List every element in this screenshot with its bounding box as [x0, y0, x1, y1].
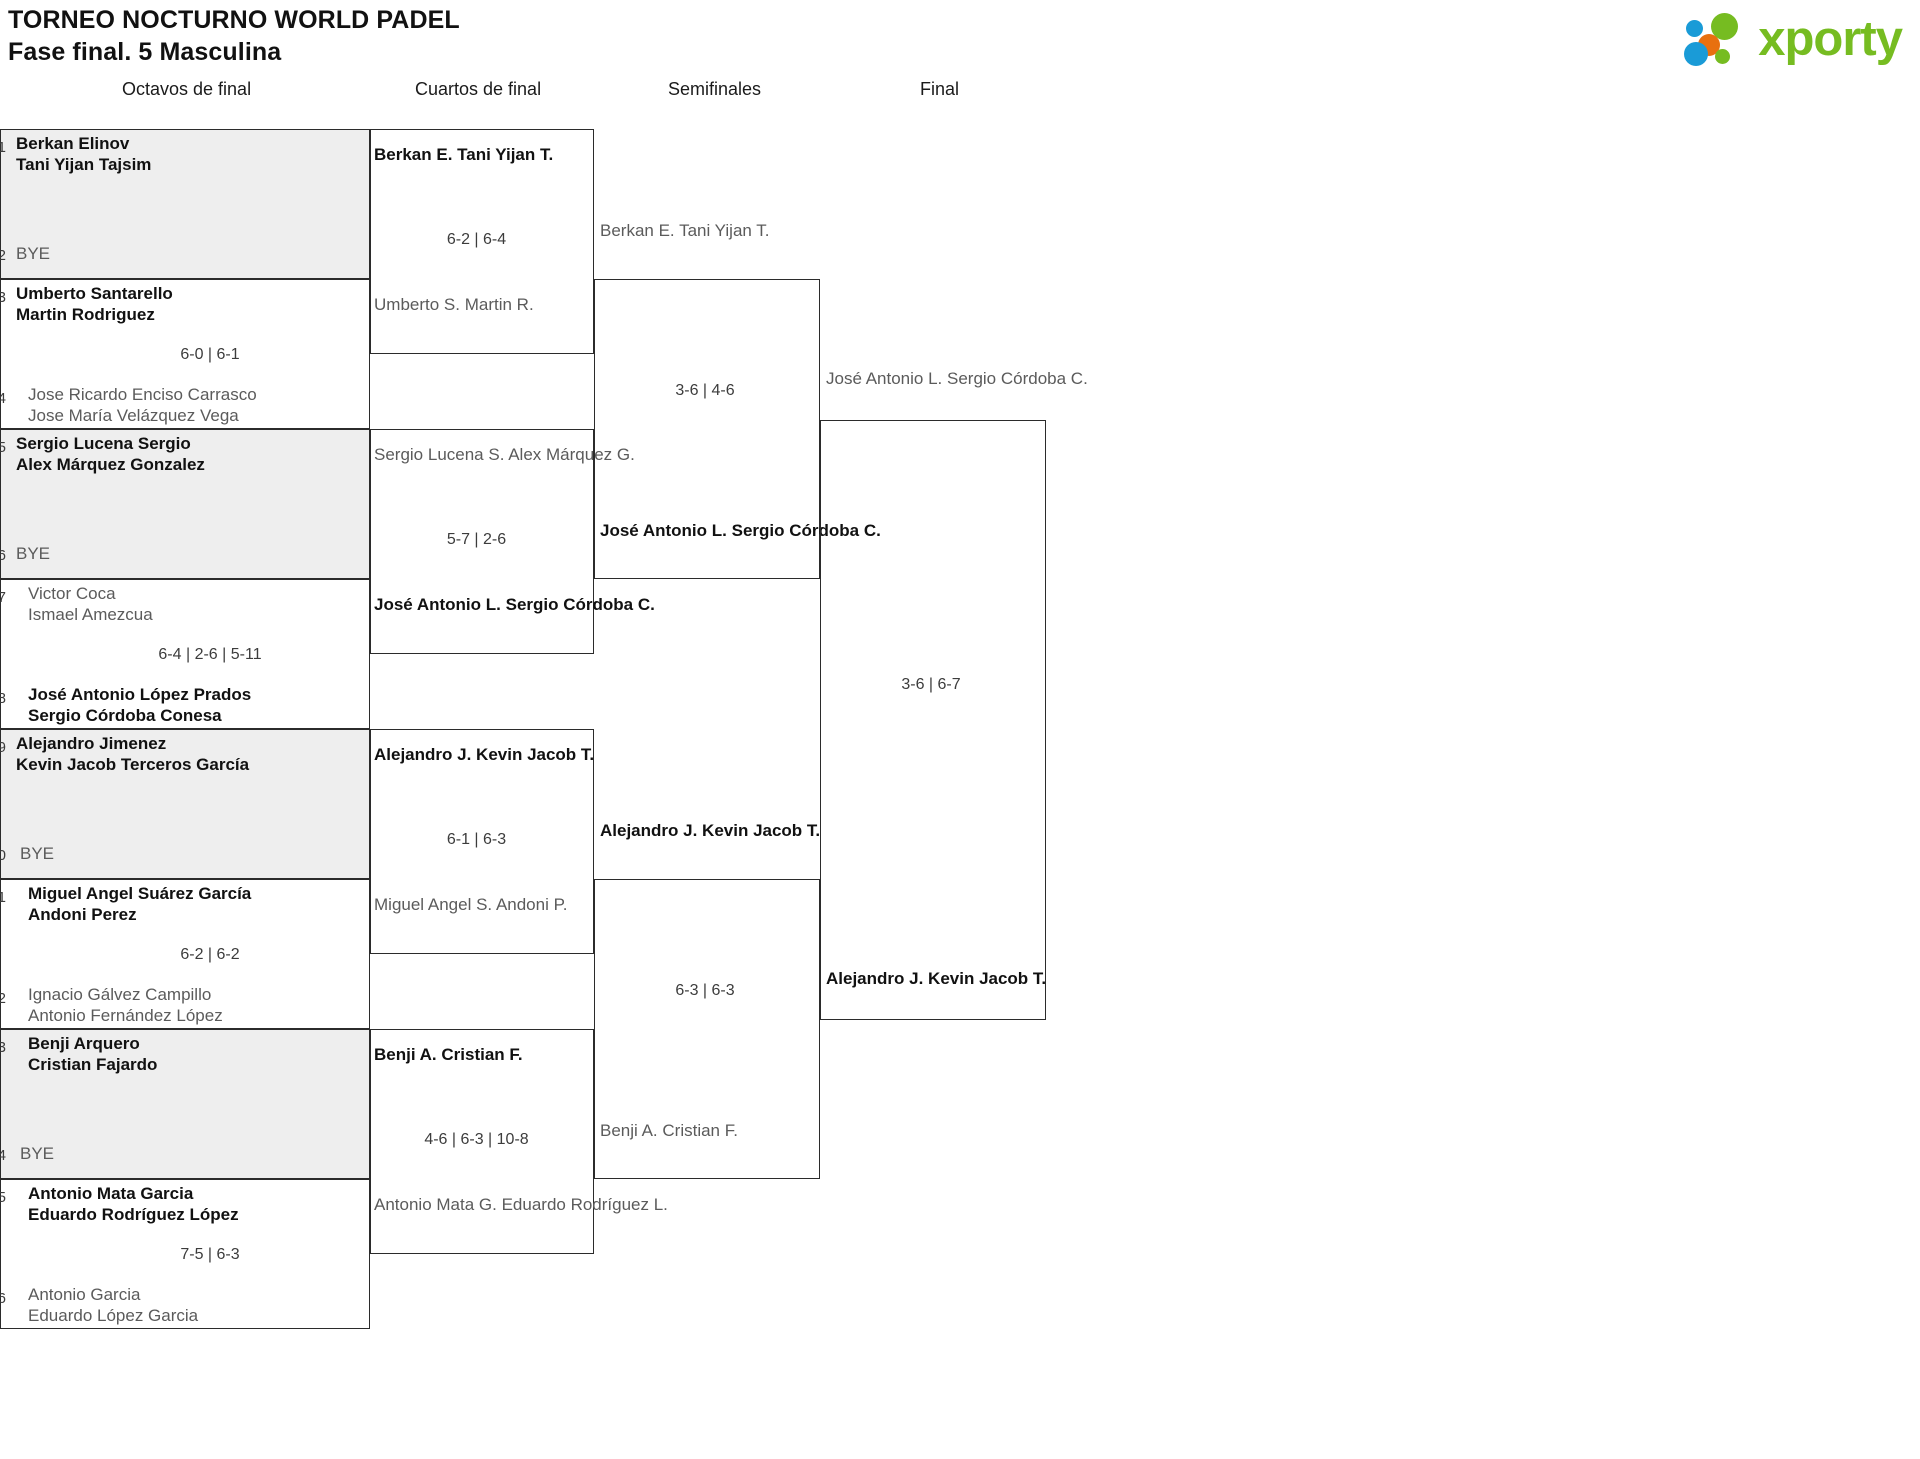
seed-2: 2 — [0, 247, 6, 264]
r16-team-4[interactable]: Jose Ricardo Enciso Carrasco Jose María … — [28, 385, 257, 425]
round-header-final: Final — [920, 79, 960, 99]
seed-16: 16 — [0, 1290, 6, 1307]
r16-shade-4 — [1, 1030, 369, 1178]
seed-15: 15 — [0, 1189, 6, 1206]
qf-score-2: 5-7 | 2-6 — [446, 531, 507, 548]
sf-match-1[interactable] — [594, 279, 820, 579]
r16-score-2: 6-0 | 6-1 — [180, 346, 240, 363]
r16-match-4[interactable] — [0, 579, 370, 729]
round-header-r16: Octavos de final — [122, 79, 252, 99]
r16-shade-1 — [1, 130, 369, 278]
round-header-sf: Semifinales — [668, 79, 762, 99]
r16-team-10: BYE — [20, 844, 55, 863]
r16-match-3[interactable] — [0, 429, 370, 579]
qf-team-6[interactable]: Miguel Angel S. Andoni P. — [374, 895, 568, 914]
tournament-name: TORNEO NOCTURNO WORLD PADEL — [8, 6, 460, 34]
r16-score-6: 6-2 | 6-2 — [180, 946, 240, 963]
r16-team-8[interactable]: José Antonio López Prados Sergio Córdoba… — [28, 685, 252, 725]
sf-team-4[interactable]: Benji A. Cristian F. — [600, 1121, 738, 1140]
seed-8: 8 — [0, 690, 6, 707]
r16-match-1[interactable] — [0, 129, 370, 279]
r16-team-9[interactable]: Alejandro Jimenez Kevin Jacob Terceros G… — [16, 734, 250, 774]
qf-team-1[interactable]: Berkan E. Tani Yijan T. — [374, 145, 554, 164]
final-team-2-champion[interactable]: Alejandro J. Kevin Jacob T. — [826, 969, 1047, 988]
r16-team-7[interactable]: Victor Coca Ismael Amezcua — [28, 584, 153, 624]
qf-score-4: 4-6 | 6-3 | 10-8 — [424, 1131, 529, 1148]
seed-11: 11 — [0, 889, 6, 906]
qf-match-1[interactable] — [370, 129, 594, 354]
sf-team-2[interactable]: José Antonio L. Sergio Córdoba C. — [600, 521, 881, 540]
r16-team-11[interactable]: Miguel Angel Suárez García Andoni Perez — [28, 884, 252, 924]
sf-match-2[interactable] — [594, 879, 820, 1179]
r16-team-3[interactable]: Umberto Santarello Martin Rodriguez — [16, 284, 173, 324]
round-header-qf: Cuartos de final — [415, 79, 542, 99]
page-title: TORNEO NOCTURNO WORLD PADEL Fase final. … — [8, 4, 460, 68]
r16-team-16[interactable]: Antonio Garcia Eduardo López Garcia — [28, 1285, 199, 1325]
logo-wordmark: xporty — [1758, 11, 1903, 66]
seed-12: 12 — [0, 990, 6, 1007]
qf-team-3[interactable]: Sergio Lucena S. Alex Márquez G. — [374, 445, 635, 464]
seed-13: 13 — [0, 1039, 6, 1056]
seed-10: 10 — [0, 847, 6, 864]
qf-score-3: 6-1 | 6-3 — [446, 831, 507, 848]
qf-score-1: 6-2 | 6-4 — [446, 231, 507, 248]
sf-score-1: 3-6 | 4-6 — [675, 382, 735, 399]
final-match[interactable] — [820, 420, 1046, 1020]
xporty-logo: xporty — [1684, 8, 1903, 70]
r16-match-2[interactable] — [0, 279, 370, 429]
seed-5: 5 — [0, 439, 6, 456]
r16-match-6[interactable] — [0, 879, 370, 1029]
final-team-1[interactable]: José Antonio L. Sergio Córdoba C. — [826, 369, 1088, 388]
seed-4: 4 — [0, 390, 6, 407]
qf-team-2[interactable]: Umberto S. Martin R. — [374, 295, 534, 314]
r16-score-4: 6-4 | 2-6 | 5-11 — [158, 646, 262, 663]
qf-match-4[interactable] — [370, 1029, 594, 1254]
qf-team-4[interactable]: José Antonio L. Sergio Córdoba C. — [374, 595, 655, 614]
seed-14: 14 — [0, 1147, 6, 1164]
sf-team-1[interactable]: Berkan E. Tani Yijan T. — [600, 221, 770, 240]
r16-match-8[interactable] — [0, 1179, 370, 1329]
final-score: 3-6 | 6-7 — [901, 676, 961, 693]
r16-team-1[interactable]: Berkan Elinov Tani Yijan Tajsim — [16, 134, 152, 174]
qf-team-7[interactable]: Benji A. Cristian F. — [374, 1045, 523, 1064]
seed-6: 6 — [0, 547, 6, 564]
r16-team-5[interactable]: Sergio Lucena Sergio Alex Márquez Gonzal… — [16, 434, 205, 474]
r16-shade-2 — [1, 430, 369, 578]
seed-1: 1 — [0, 139, 6, 156]
seed-9: 9 — [0, 739, 6, 756]
qf-team-8[interactable]: Antonio Mata G. Eduardo Rodríguez L. — [374, 1195, 668, 1214]
sf-team-3[interactable]: Alejandro J. Kevin Jacob T. — [600, 821, 821, 840]
seed-3: 3 — [0, 289, 6, 306]
logo-dots-icon — [1684, 11, 1748, 67]
r16-score-8: 7-5 | 6-3 — [180, 1246, 240, 1263]
seed-7: 7 — [0, 589, 6, 606]
qf-match-2[interactable] — [370, 429, 594, 654]
sf-score-2: 6-3 | 6-3 — [675, 982, 735, 999]
r16-team-6: BYE — [16, 544, 51, 563]
r16-match-7[interactable] — [0, 1029, 370, 1179]
qf-match-3[interactable] — [370, 729, 594, 954]
r16-match-5[interactable] — [0, 729, 370, 879]
tournament-phase: Fase final. 5 Masculina — [8, 38, 282, 66]
r16-team-12[interactable]: Ignacio Gálvez Campillo Antonio Fernánde… — [28, 985, 223, 1025]
r16-shade-3 — [1, 730, 369, 878]
r16-team-2: BYE — [16, 244, 51, 263]
r16-team-15[interactable]: Antonio Mata Garcia Eduardo Rodríguez Ló… — [28, 1184, 239, 1224]
r16-team-13[interactable]: Benji Arquero Cristian Fajardo — [28, 1034, 158, 1074]
qf-team-5[interactable]: Alejandro J. Kevin Jacob T. — [374, 745, 595, 764]
r16-team-14: BYE — [20, 1144, 55, 1163]
